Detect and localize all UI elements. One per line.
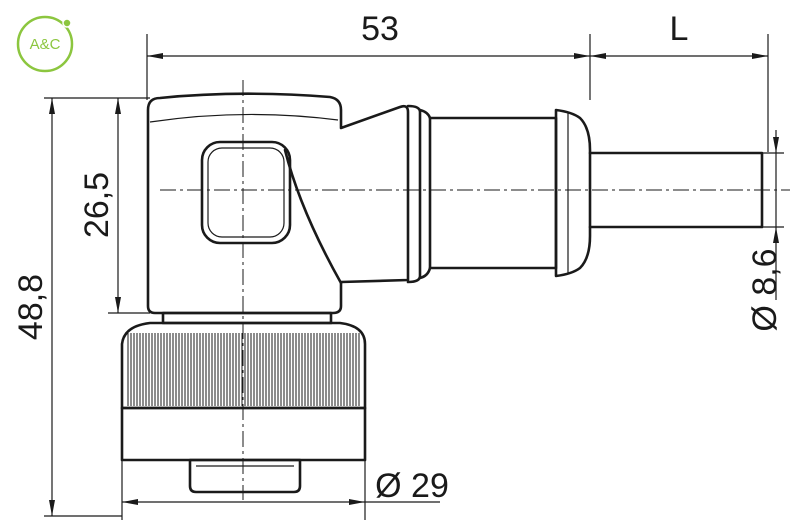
left-dimensions xyxy=(44,97,150,517)
housing-window xyxy=(200,140,292,245)
connector-neck xyxy=(161,311,333,325)
connector-housing xyxy=(146,92,410,315)
top-dimensions xyxy=(146,34,769,152)
dimension-length-label: 53 xyxy=(361,10,399,48)
housing-window-inner xyxy=(207,147,285,238)
knurled-nut xyxy=(120,321,367,410)
dimension-cable-length-label: L xyxy=(670,10,689,48)
collar-ring-2 xyxy=(418,108,432,280)
cable-diameter-dimension xyxy=(762,130,784,300)
dimension-body-height-label: 26,5 xyxy=(78,172,116,238)
cable-sleeve xyxy=(428,116,558,270)
collar-ring-1 xyxy=(406,104,422,284)
dimension-cable-diameter-label: Ø 8,6 xyxy=(746,248,784,331)
pin-insert xyxy=(188,458,302,494)
dimension-total-height-label: 48,8 xyxy=(12,274,50,340)
logo-text: A&C xyxy=(30,36,61,53)
sleeve-end-flare xyxy=(554,108,592,278)
housing-inner-curve xyxy=(283,148,343,285)
brand-logo: A&C xyxy=(16,15,74,73)
logo-dot xyxy=(62,18,72,28)
dimension-nut-diameter-label: Ø 29 xyxy=(375,467,449,505)
logo-ring xyxy=(16,15,74,73)
nut-knurling xyxy=(127,333,360,406)
housing-top-edge xyxy=(149,113,339,123)
